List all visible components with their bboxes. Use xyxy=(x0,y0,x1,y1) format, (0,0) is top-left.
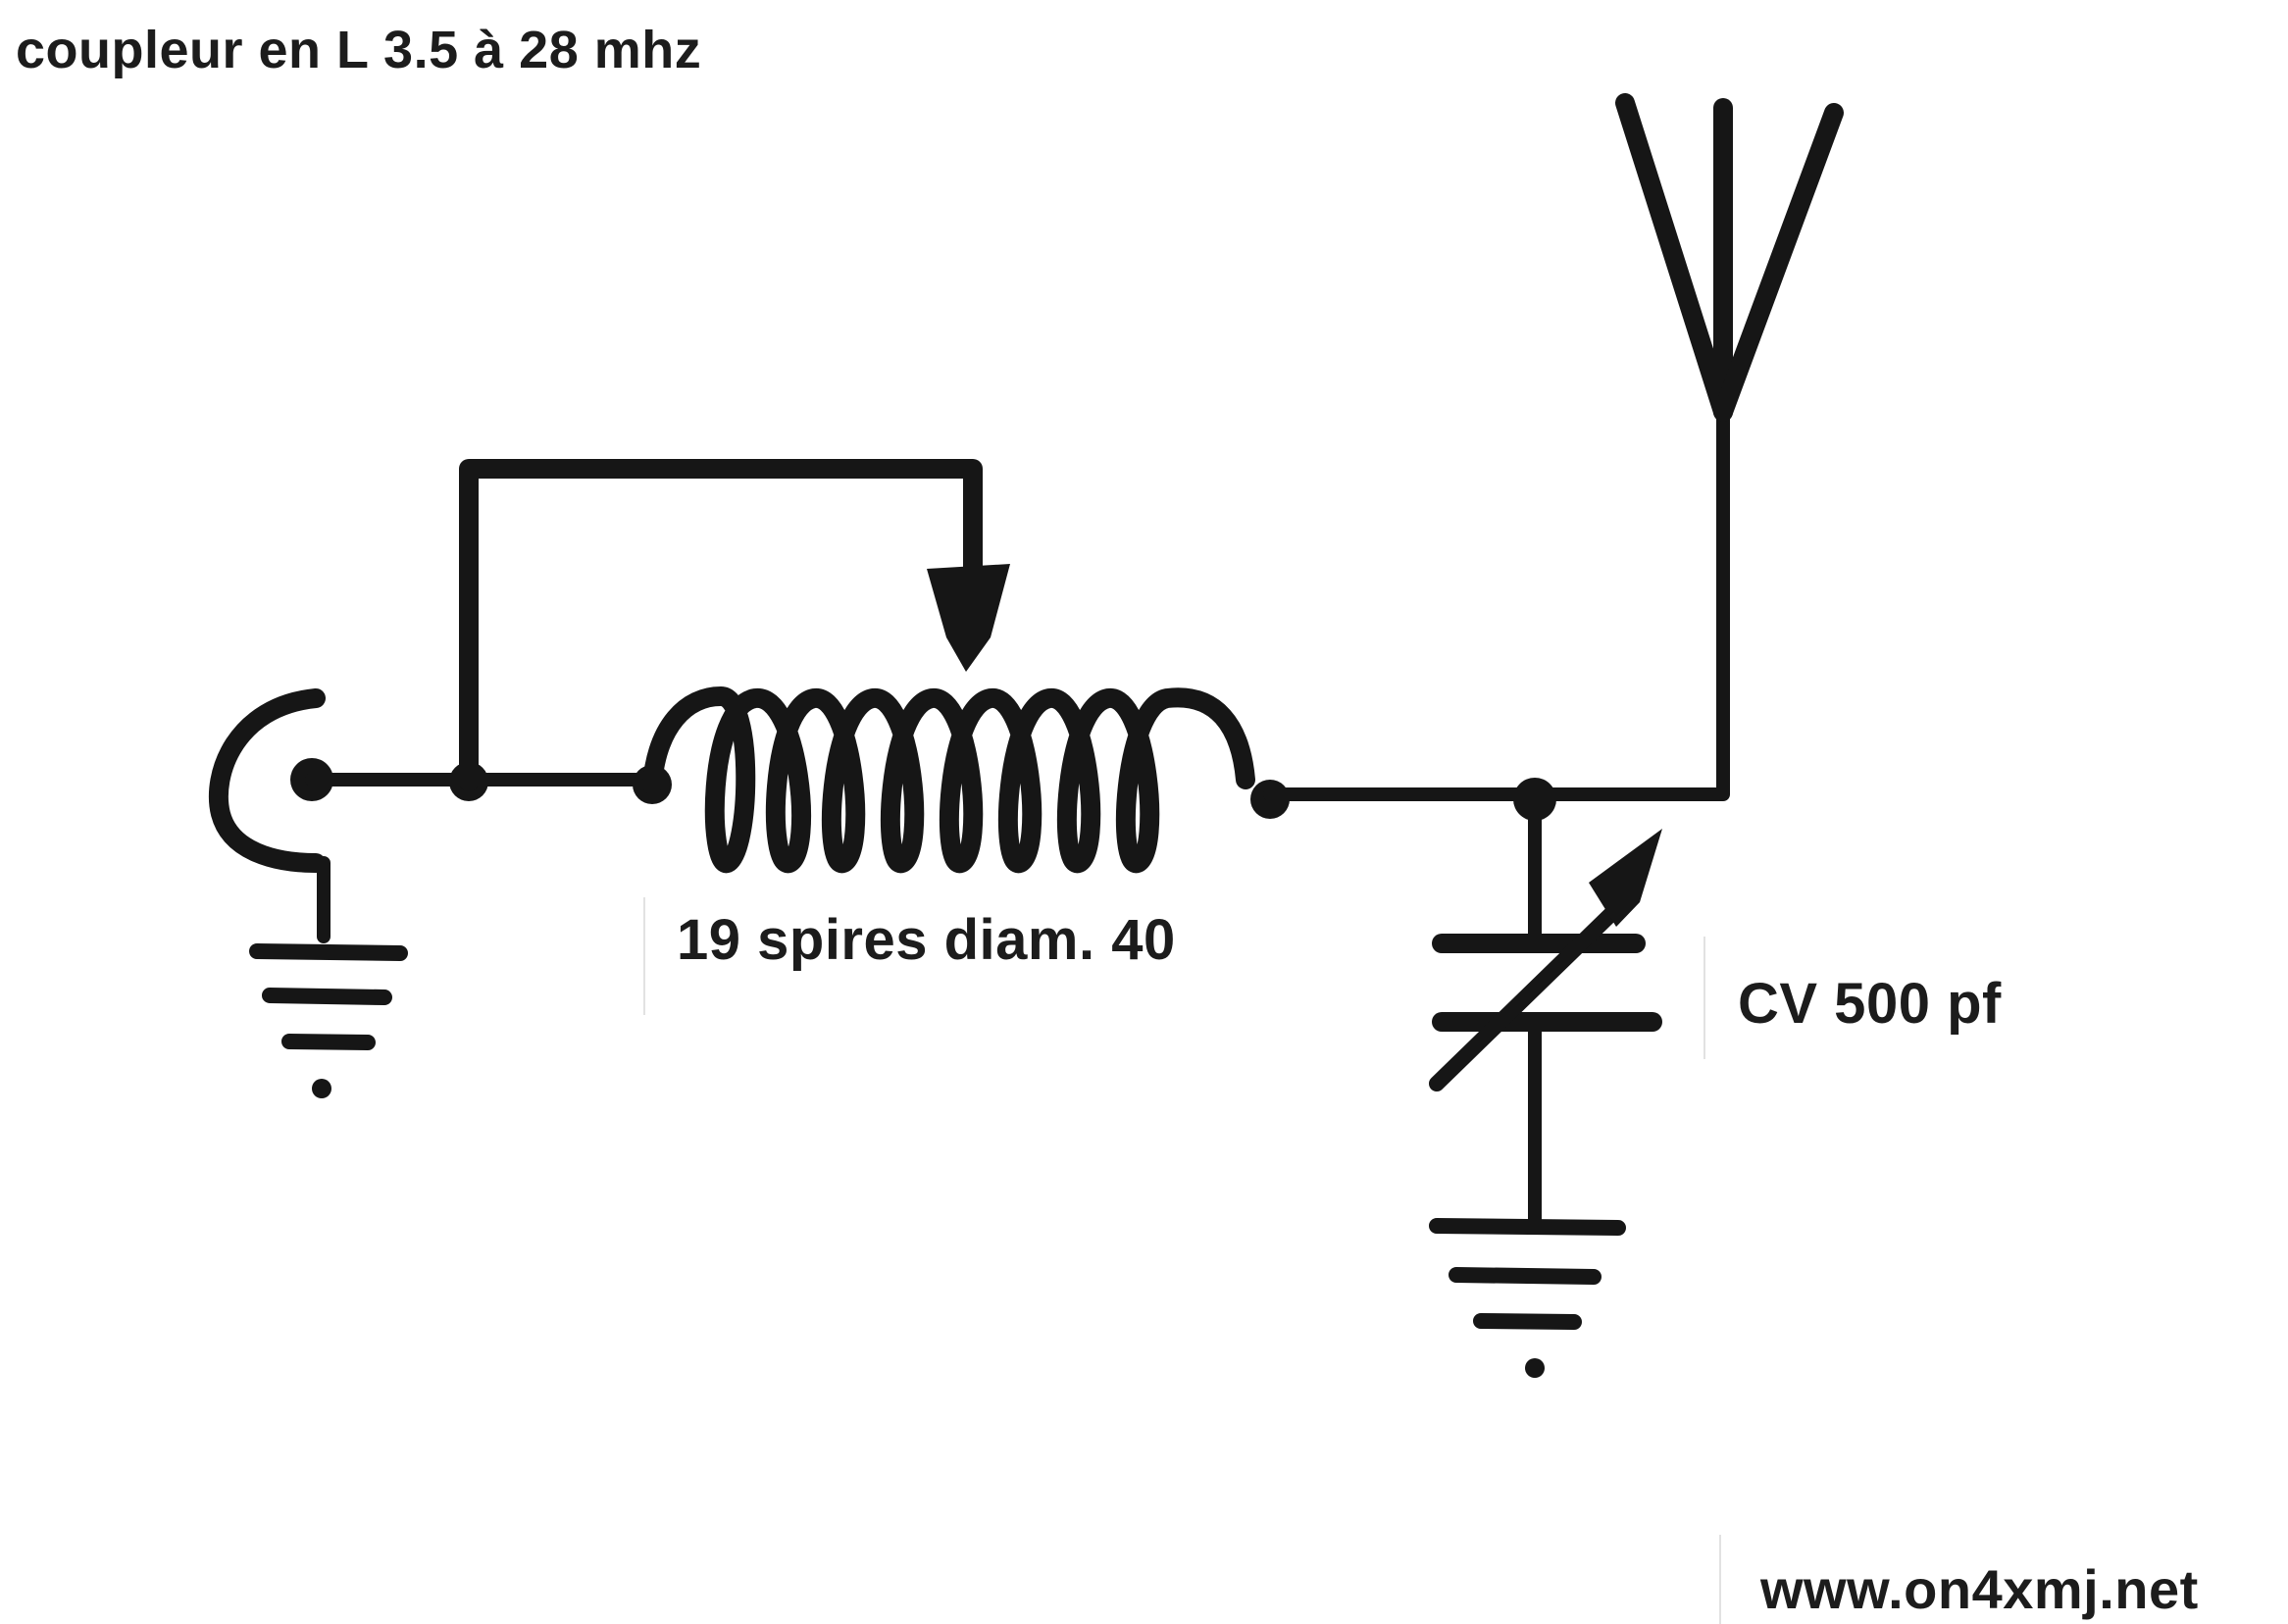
output-ground-symbol xyxy=(1429,1218,1626,1378)
input-ground-symbol xyxy=(249,856,408,1098)
coil-inductor xyxy=(642,686,1255,873)
antenna-icon xyxy=(1615,93,1844,422)
scan-line xyxy=(1719,1535,1721,1624)
variable-capacitor xyxy=(1429,792,1662,1233)
scan-line xyxy=(643,897,645,1015)
website-credit: www.on4xmj.net xyxy=(1760,1558,2199,1620)
input-wire xyxy=(305,762,672,804)
tap-wire xyxy=(459,459,983,791)
output-wire xyxy=(1263,405,1730,821)
scan-line xyxy=(1703,937,1705,1059)
diagram-title: coupleur en L 3.5 à 28 mhz xyxy=(16,21,702,79)
coil-label: 19 spires diam. 40 xyxy=(677,908,1176,972)
tap-arrow-icon xyxy=(927,564,1010,672)
variable-capacitor-arrow-icon xyxy=(1589,829,1662,927)
capacitor-label: CV 500 pf xyxy=(1738,972,2002,1036)
